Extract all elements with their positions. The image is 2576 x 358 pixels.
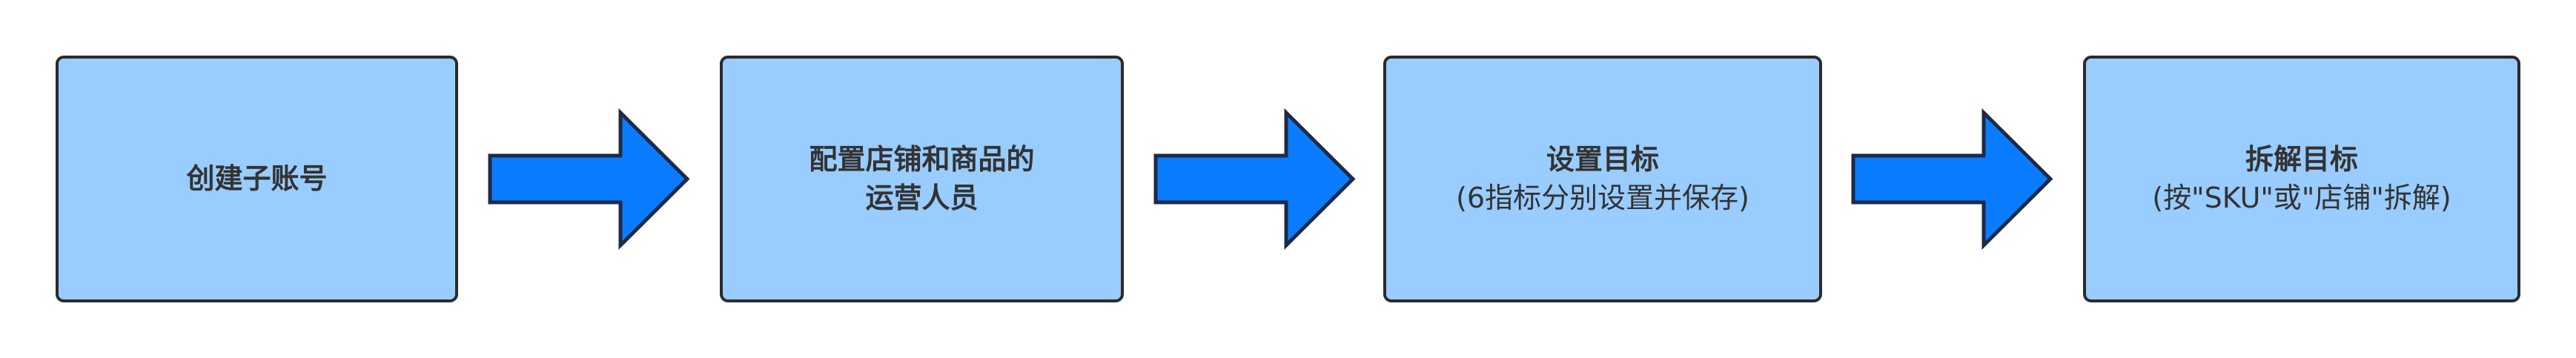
- step-title: 设置目标: [1546, 143, 1659, 176]
- step-title: 拆解目标: [2245, 143, 2358, 176]
- right-arrow-icon: [1851, 107, 2053, 251]
- right-arrow-icon: [488, 107, 690, 251]
- step-box-create-subaccount: 创建子账号: [56, 56, 458, 302]
- step-box-split-targets: 拆解目标 (按"SKU"或"店铺"拆解): [2083, 56, 2520, 302]
- step-note: (按"SKU"或"店铺"拆解): [2152, 181, 2451, 214]
- step-box-assign-operators: 配置店铺和商品的 运营人员: [720, 56, 1124, 302]
- step-title: 创建子账号: [186, 162, 328, 195]
- step-box-set-targets: 设置目标 (6指标分别设置并保存): [1383, 56, 1822, 302]
- step-note: (6指标分别设置并保存): [1456, 181, 1749, 214]
- step-title-line-2: 运营人员: [865, 181, 979, 214]
- right-arrow-icon: [1153, 107, 1356, 251]
- step-title: 配置店铺和商品的: [809, 143, 1035, 176]
